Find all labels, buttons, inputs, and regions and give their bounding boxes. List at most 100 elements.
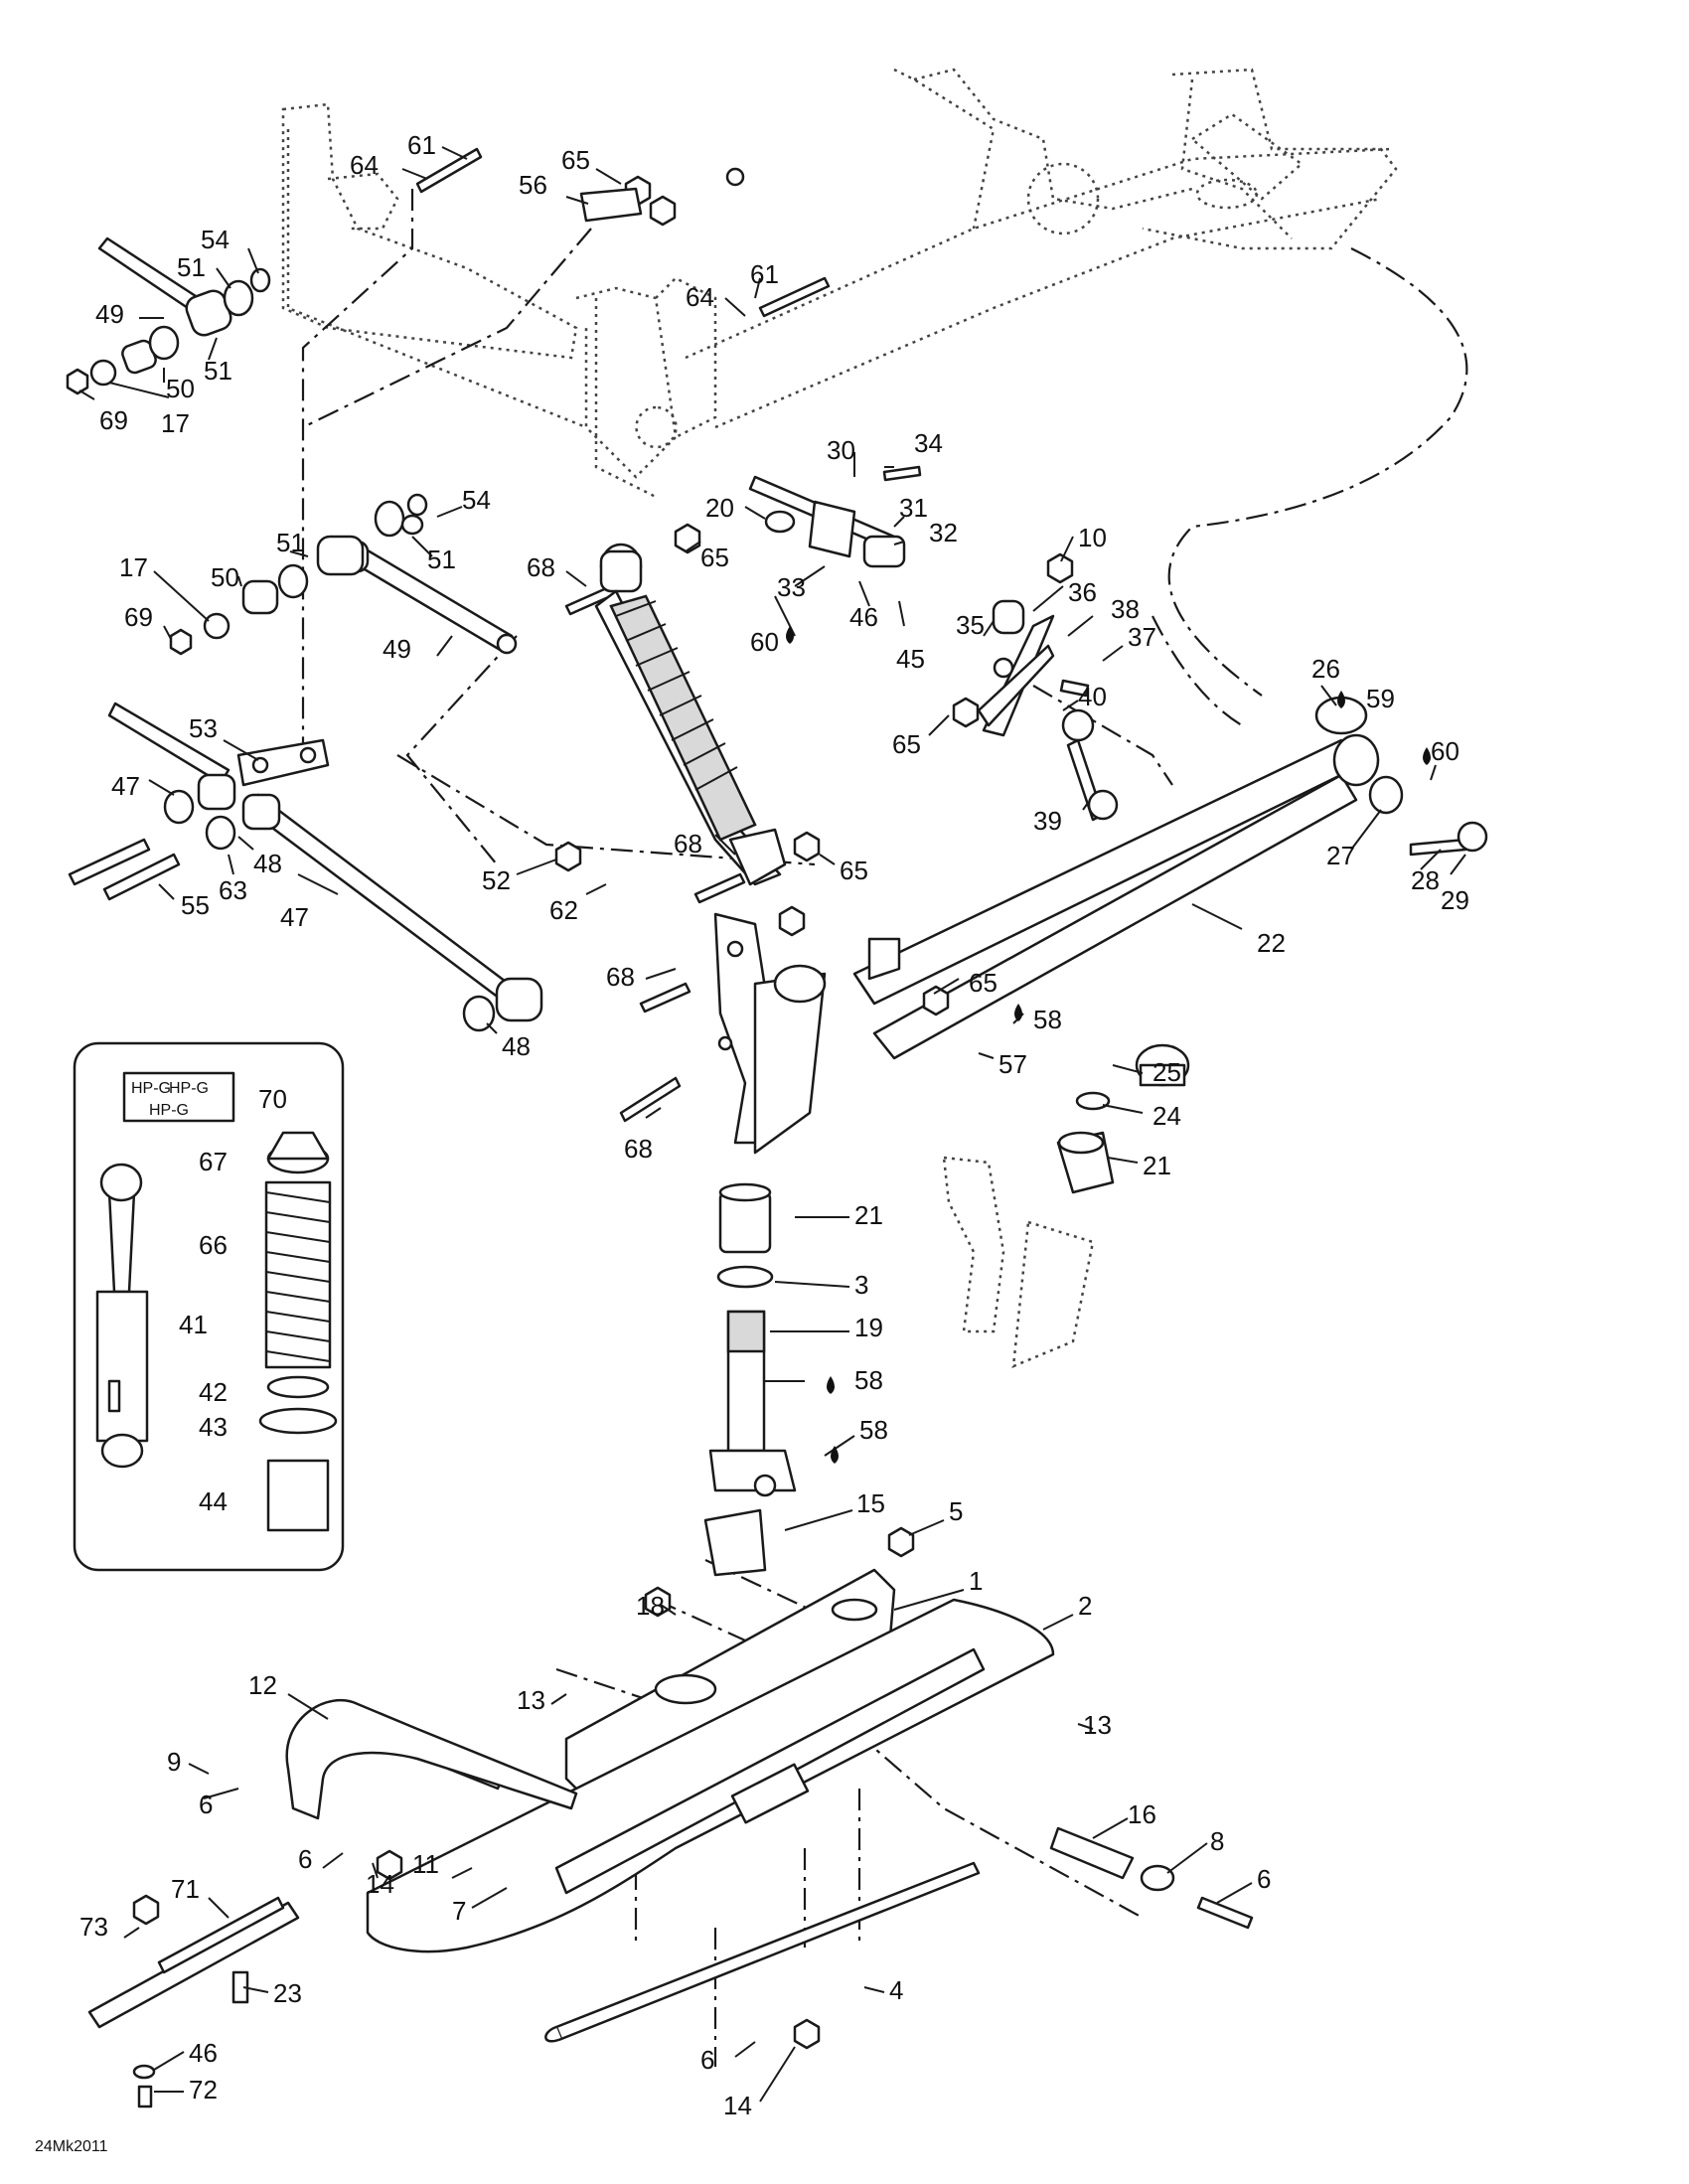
callout: 40 — [1078, 682, 1107, 711]
callout: 35 — [956, 610, 985, 640]
callout: 58 — [1033, 1005, 1062, 1034]
callout: 66 — [199, 1230, 228, 1260]
callout: 8 — [1210, 1826, 1224, 1856]
callout: 60 — [1431, 736, 1459, 766]
drop-icon — [1337, 691, 1345, 708]
callout: 68 — [674, 829, 702, 858]
callout: 58 — [859, 1415, 888, 1445]
steering-shaft — [748, 465, 922, 568]
callout: 9 — [167, 1747, 181, 1777]
nuts-and-washers — [132, 167, 1488, 2050]
callout: 69 — [99, 405, 128, 435]
spindle-housing — [713, 912, 827, 1155]
ski-handle-12 — [285, 1698, 578, 1820]
callout: 38 — [1111, 594, 1140, 624]
callout: 13 — [1083, 1710, 1112, 1740]
callout: 43 — [199, 1412, 228, 1442]
callout: 67 — [199, 1147, 228, 1176]
callout: 49 — [95, 299, 124, 329]
callout: 68 — [624, 1134, 653, 1164]
callout: 12 — [248, 1670, 277, 1700]
callout: 71 — [171, 1874, 200, 1904]
callout: 14 — [366, 1869, 394, 1899]
callout: 53 — [189, 713, 218, 743]
callout: 55 — [181, 890, 210, 920]
drop-icon — [1014, 1004, 1022, 1021]
connector-lines — [301, 189, 1468, 2067]
callout: 24 — [1152, 1101, 1181, 1131]
shock-inset: HP-G HP-G HP-G — [73, 1041, 345, 1572]
callout: 60 — [750, 627, 779, 657]
drop-icon — [1423, 747, 1431, 765]
lower-arm-47 — [107, 702, 543, 1032]
callout: 57 — [998, 1049, 1027, 1079]
callout: 30 — [827, 435, 855, 465]
callout: 5 — [949, 1496, 963, 1526]
spindle-housing-ghost — [942, 1156, 1095, 1368]
callout: 20 — [705, 493, 734, 523]
callout: 59 — [1366, 684, 1395, 713]
callout: 47 — [111, 771, 140, 801]
callout: 62 — [549, 895, 578, 925]
callout: 26 — [1311, 654, 1340, 684]
callout: 41 — [179, 1310, 208, 1339]
callout: 39 — [1033, 806, 1062, 836]
callout: 48 — [253, 849, 282, 878]
callout: 73 — [79, 1912, 108, 1942]
callout: 52 — [482, 865, 511, 895]
callout: 4 — [889, 1975, 903, 2005]
callout: 14 — [723, 2091, 752, 2120]
callout: 31 — [899, 493, 928, 523]
callout: 10 — [1078, 523, 1107, 552]
callout: 50 — [166, 374, 195, 403]
callout: 13 — [517, 1685, 545, 1715]
decal-text-1: HP-G — [131, 1080, 171, 1097]
callout: 68 — [527, 552, 555, 582]
callout: 17 — [119, 552, 148, 582]
callout: 19 — [854, 1313, 883, 1342]
callout: 65 — [840, 856, 868, 885]
decal-text-3: HP-G — [149, 1102, 189, 1119]
callout: 23 — [273, 1978, 302, 2008]
callout: 51 — [204, 356, 232, 386]
callout: 27 — [1326, 841, 1355, 870]
callout: 49 — [383, 634, 411, 664]
callout: 7 — [452, 1896, 466, 1926]
front-shock — [594, 543, 787, 886]
callout: 65 — [700, 543, 729, 572]
drop-icon — [786, 626, 794, 644]
callout: 42 — [199, 1377, 228, 1407]
callout: 46 — [189, 2038, 218, 2068]
callout: 51 — [427, 545, 456, 574]
carbide-71 — [87, 1896, 300, 2108]
callout: 45 — [896, 644, 925, 674]
callout-labels: 61 64 65 56 54 51 49 51 50 69 17 61 64 3… — [79, 130, 1469, 2120]
callout: 11 — [412, 1849, 439, 1879]
callout: 54 — [201, 225, 230, 254]
cap-and-bushing — [1056, 1043, 1190, 1194]
callout: 21 — [1143, 1151, 1171, 1180]
callout: 61 — [750, 259, 779, 289]
ski-2 — [366, 1598, 1055, 1953]
callout: 65 — [561, 145, 590, 175]
callout: 3 — [854, 1270, 868, 1300]
callout: 70 — [258, 1084, 287, 1114]
callout: 18 — [636, 1591, 665, 1621]
sway-bar-link — [977, 599, 1119, 822]
callout: 46 — [849, 602, 878, 632]
callout: 6 — [298, 1844, 312, 1874]
callout: 21 — [854, 1200, 883, 1230]
drop-icon — [831, 1446, 839, 1464]
diagram-code: 24Mk2011 — [35, 2138, 108, 2155]
callout: 50 — [211, 562, 239, 592]
spindle-19 — [703, 1182, 797, 1577]
ski-bolt-and-tube — [1049, 1826, 1175, 1892]
callout: 1 — [969, 1566, 983, 1596]
callout: 63 — [219, 875, 247, 905]
bushing-set-upper — [66, 267, 428, 656]
lubricant-symbols — [786, 626, 1431, 1464]
callout: 15 — [856, 1488, 885, 1518]
chassis-frame — [281, 68, 1398, 499]
callout: 64 — [350, 150, 379, 180]
callout: 65 — [969, 968, 998, 998]
